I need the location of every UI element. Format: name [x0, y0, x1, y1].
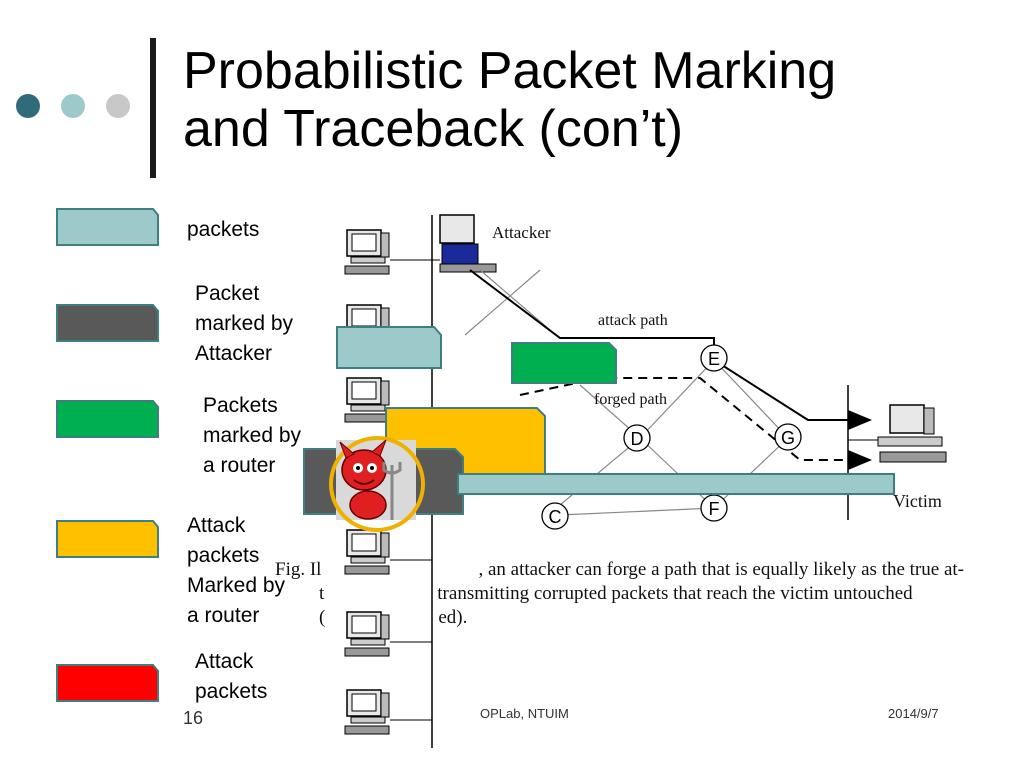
legend-label-packets: packets [187, 218, 260, 241]
legend-line: Packet [195, 282, 260, 305]
packet-teal-top [336, 326, 442, 369]
figure-caption: Fig. Il , an attacker can forge a path th… [275, 558, 1024, 630]
forged-path-label: forged path [594, 391, 667, 408]
legend-line: Marked by [187, 574, 286, 597]
legend-line: Attacker [195, 342, 273, 365]
forged-path-line [519, 377, 872, 470]
victim-computer [848, 404, 947, 463]
legend-swatch-packets [55, 207, 159, 247]
dot-dark [16, 94, 40, 118]
legend-label-router-marked: Packets marked by a router [203, 391, 301, 481]
devil-mascot-icon [329, 436, 425, 532]
victim-label: Victim [893, 491, 942, 511]
dot-light [61, 94, 85, 118]
router-node-e: E [700, 344, 728, 372]
attack-path-label: attack path [598, 312, 668, 329]
svg-text:E: E [708, 349, 720, 369]
title-divider [150, 38, 156, 178]
legend-line: Attack [187, 514, 246, 537]
legend-swatch-router-marked [55, 399, 159, 439]
caption-line-1: , an attacker can forge a path that is e… [478, 559, 964, 580]
legend-line: packets [195, 680, 268, 703]
page-title: Probabilistic Packet Marking and Traceba… [183, 42, 836, 158]
legend-line: a router [187, 604, 260, 627]
footer-date: 2014/9/7 [888, 706, 939, 721]
attacker-label: Attacker [492, 223, 551, 242]
caption-fig: Fig. Il [275, 559, 322, 580]
router-node-f: F [700, 494, 728, 522]
router-node-c: C [541, 502, 569, 530]
svg-text:F: F [709, 499, 720, 519]
legend-line: Attack [195, 650, 254, 673]
legend-swatch-attack [55, 663, 159, 703]
legend-swatch-attacker-marked [55, 303, 159, 343]
caption-line-2: transmitting corrupted packets that reac… [437, 583, 913, 604]
packet-green [511, 342, 617, 384]
svg-text:G: G [781, 428, 795, 448]
svg-text:C: C [549, 507, 562, 527]
legend-label-attack-marked: Attack packets Marked by a router [187, 511, 285, 631]
legend-line: Packets [203, 394, 278, 417]
footer-center: OPLab, NTUIM [480, 706, 569, 721]
router-node-g: G [774, 423, 802, 451]
slide-number: 16 [183, 708, 204, 728]
caption-line-3a: ( [319, 607, 326, 628]
title-line-1: Probabilistic Packet Marking [183, 42, 837, 100]
legend-swatch-attack-marked [55, 519, 159, 559]
router-node-d: D [623, 424, 651, 452]
legend-line: marked by [203, 424, 302, 447]
dot-grey [106, 94, 130, 118]
attacker-computer [432, 214, 497, 273]
title-line-2: and Traceback (con’t) [183, 100, 684, 158]
legend-label-attack: Attack packets [195, 647, 267, 707]
caption-line-3: ed). [438, 607, 468, 628]
legend-line: packets [187, 544, 260, 567]
legend-line: a router [203, 454, 276, 477]
title-dots [16, 94, 130, 118]
packet-teal-long [457, 473, 895, 495]
legend-line: marked by [195, 312, 294, 335]
svg-text:D: D [631, 429, 644, 449]
legend-label-attacker-marked: Packet marked by Attacker [195, 279, 293, 369]
caption-line-2a: t [319, 583, 325, 604]
